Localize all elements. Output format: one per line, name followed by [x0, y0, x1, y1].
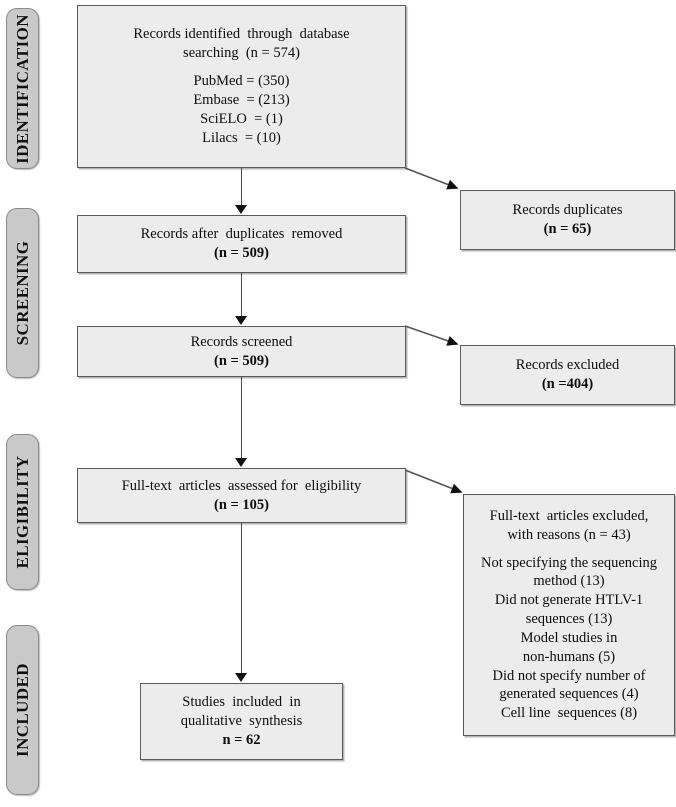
box-line: Records screened — [190, 333, 293, 350]
box-line: (n = 105) — [214, 496, 269, 513]
box-line: Records excluded — [515, 357, 620, 374]
box-line: qualitative synthesis — [180, 713, 303, 730]
box-studies-included: Studies included in qualitative synthesi… — [140, 683, 343, 760]
box-line: method (13) — [533, 573, 605, 590]
box-line: n = 62 — [222, 731, 261, 748]
box-line: Records after duplicates removed — [140, 226, 343, 243]
box-line: SciELO = (1) — [200, 110, 283, 127]
box-line: sequences (13) — [525, 611, 613, 628]
box-records-excluded: Records excluded (n =404) — [460, 345, 675, 405]
arrowhead-down — [235, 205, 247, 214]
box-line: Records identified through database — [133, 26, 350, 43]
stage-pill-eligibility: ELIGIBILITY — [6, 434, 39, 590]
box-fulltext-excluded: Full-text articles excluded, with reason… — [463, 494, 675, 736]
box-line: Did not specify number of — [492, 667, 646, 684]
connector-fulltext-to-included — [241, 523, 242, 674]
box-line: with reasons (n = 43) — [507, 526, 631, 543]
box-line: (n =404) — [541, 376, 594, 392]
box-fulltext-assessed: Full-text articles assessed for eligibil… — [77, 468, 406, 523]
connector-identified-to-afterduplicates — [241, 168, 242, 206]
box-line: Records duplicates — [512, 202, 623, 219]
stage-pill-identification: IDENTIFICATION — [6, 8, 39, 169]
box-line: PubMed = (350) — [193, 73, 290, 90]
box-line: Full-text articles excluded, — [489, 507, 649, 524]
box-line: (n = 509) — [214, 245, 269, 261]
box-line: Cell line sequences (8) — [500, 705, 638, 722]
stage-pill-included: INCLUDED — [6, 625, 39, 795]
box-records-duplicates: Records duplicates (n = 65) — [460, 190, 675, 250]
box-line: Not specifying the sequencing — [481, 554, 657, 571]
arrowhead-down — [235, 316, 247, 325]
box-line: searching (n = 574) — [183, 45, 300, 62]
box-line: Embase = (213) — [193, 92, 290, 108]
connector-afterduplicates-to-screened — [241, 273, 242, 317]
box-line: Did not generate HTLV-1 — [494, 592, 644, 609]
box-line: Full-text articles assessed for eligibil… — [121, 477, 362, 494]
box-line: non-humans (5) — [522, 648, 616, 665]
box-line: (n = 509) — [214, 352, 269, 369]
box-records-identified: Records identified through database sear… — [77, 5, 406, 168]
box-line: Model studies in — [520, 629, 618, 646]
arrowhead-down — [235, 458, 247, 467]
box-line: (n = 65) — [543, 221, 592, 237]
box-records-after-duplicates: Records after duplicates removed (n = 50… — [77, 215, 406, 273]
box-records-screened: Records screened (n = 509) — [77, 326, 406, 377]
box-line: Studies included in — [182, 694, 301, 711]
box-line: generated sequences (4) — [499, 686, 639, 703]
box-line: Lilacs = (10) — [202, 129, 281, 146]
arrowhead-down — [235, 673, 247, 682]
stage-pill-screening: SCREENING — [6, 208, 39, 378]
connector-screened-to-fulltext — [241, 377, 242, 459]
